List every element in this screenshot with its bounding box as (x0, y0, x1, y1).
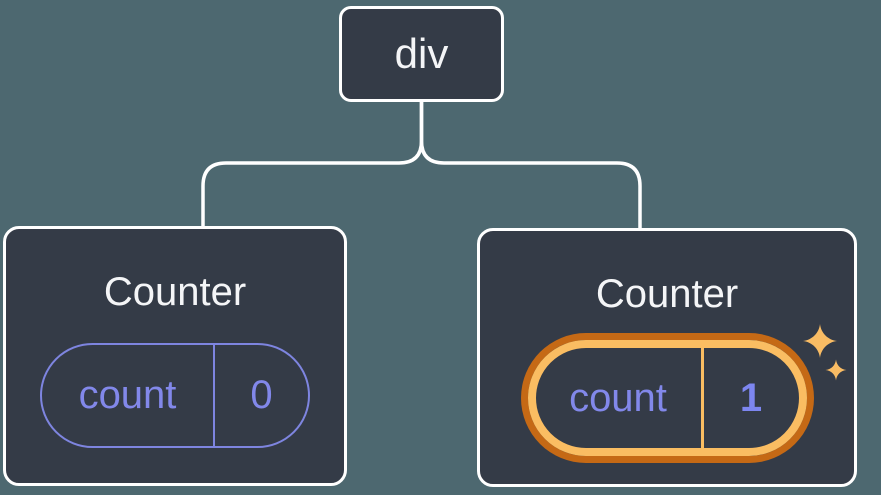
pill-divider (213, 345, 215, 446)
sparkles-icon (803, 324, 847, 381)
component-title: Counter (595, 272, 739, 316)
connector-left-branch (201, 102, 424, 228)
root-node-div: div (339, 6, 504, 102)
state-value: 0 (250, 373, 273, 417)
component-title: Counter (103, 270, 247, 314)
sparkle-icon-large (803, 324, 837, 358)
state-key-label: count (78, 373, 177, 417)
state-key-label: count (569, 375, 667, 420)
connector-right-branch (419, 102, 642, 230)
pill-divider (700, 348, 704, 448)
state-pill: count 0 (40, 343, 310, 448)
counter-card-right: Counter count 1 (477, 228, 857, 487)
sparkle-icon-small (825, 359, 847, 381)
state-pill-highlighted: count 1 (527, 340, 807, 456)
counter-card-left: Counter count 0 (3, 226, 347, 486)
root-node-label: div (394, 30, 449, 77)
state-value: 1 (739, 375, 763, 420)
